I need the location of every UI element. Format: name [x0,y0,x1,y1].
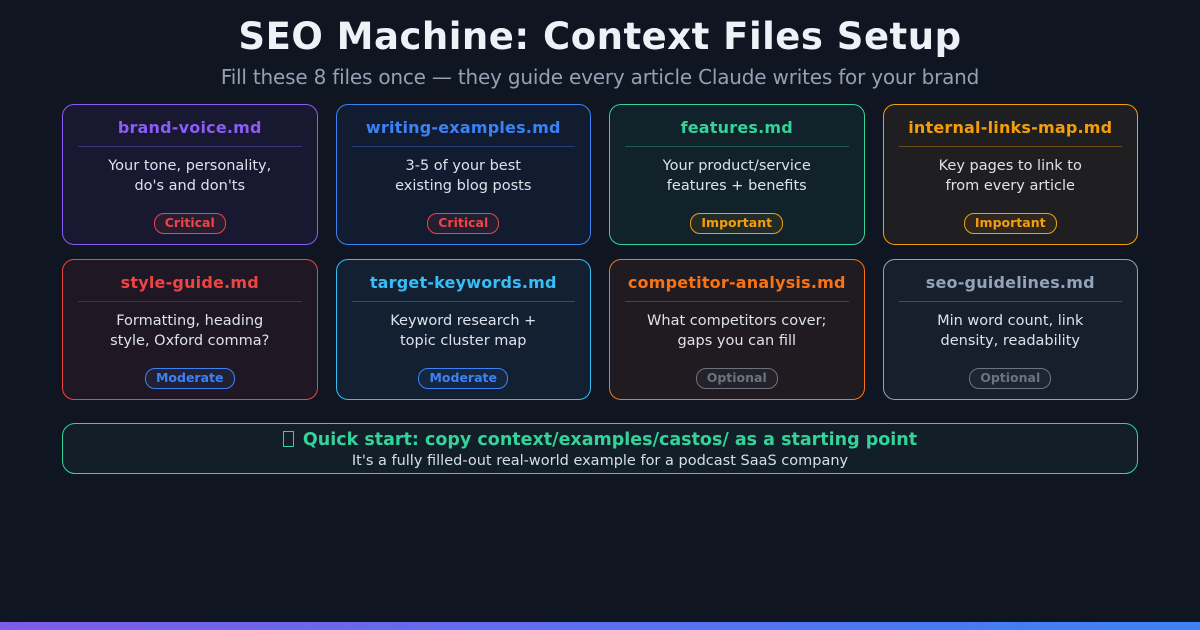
card-filename: writing-examples.md [365,118,561,137]
priority-badge: Critical [153,213,226,234]
card-description-line1: Keyword research + [390,313,537,329]
card-title-divider [625,301,849,302]
card-filename: internal-links-map.md [908,118,1113,137]
card-description: Your product/service features + benefits [663,156,811,196]
card-filename: features.md [680,118,793,137]
card-filename: competitor-analysis.md [627,273,846,292]
card-description-line2: do's and don'ts [134,178,246,194]
card-description: Min word count, link density, readabilit… [937,311,1083,351]
card-title-divider [78,146,302,147]
card-filename: brand-voice.md [117,118,262,137]
card-description-line1: Your product/service [662,158,811,174]
page-title: SEO Machine: Context Files Setup [238,15,962,58]
card-description: Your tone, personality, do's and don'ts [108,156,271,196]
context-file-card: seo-guidelines.md Min word count, link d… [882,259,1138,400]
card-title-divider [351,146,575,147]
priority-badge: Critical [427,213,500,234]
card-description: 3-5 of your best existing blog posts [395,156,531,196]
card-description: Keyword research + topic cluster map [390,311,536,351]
card-title-divider [625,146,849,147]
card-description-line1: Min word count, link [937,313,1084,329]
card-description-line2: gaps you can fill [677,333,797,349]
card-description: Key pages to link to from every article [939,156,1082,196]
card-description-line1: 3-5 of your best [405,158,521,174]
context-file-card: competitor-analysis.md What competitors … [609,259,865,400]
context-file-card: style-guide.md Formatting, heading style… [62,259,318,400]
card-description-line1: Formatting, heading [116,313,264,329]
context-file-card: internal-links-map.md Key pages to link … [882,104,1138,245]
quick-start-title-text: Quick start: copy context/examples/casto… [302,430,918,450]
header: SEO Machine: Context Files Setup Fill th… [0,0,1200,89]
cards-grid: brand-voice.md Your tone, personality, d… [62,104,1138,400]
card-filename: style-guide.md [120,273,259,292]
card-title-divider [78,301,302,302]
card-filename: seo-guidelines.md [925,273,1095,292]
priority-badge: Important [963,213,1057,234]
card-description-line2: density, readability [940,333,1080,349]
card-description: Formatting, heading style, Oxford comma? [110,311,269,351]
card-description-line1: Your tone, personality, [108,158,272,174]
page-subtitle: Fill these 8 files once — they guide eve… [220,65,980,89]
priority-badge: Moderate [418,368,508,389]
card-title-divider [898,146,1122,147]
card-description-line2: style, Oxford comma? [110,333,270,349]
context-file-card: writing-examples.md 3-5 of your best exi… [335,104,591,245]
card-description-line2: features + benefits [666,178,807,194]
priority-badge: Moderate [144,368,235,389]
priority-badge: Optional [969,368,1052,389]
card-title-divider [351,301,575,302]
card-filename: target-keywords.md [369,273,557,292]
quick-start-subtitle: It's a fully filled-out real-world examp… [351,453,849,469]
card-description-line1: What competitors cover; [647,313,827,329]
card-description-line2: topic cluster map [399,333,527,349]
context-file-card: brand-voice.md Your tone, personality, d… [62,104,318,245]
lightbulb-icon [282,431,294,447]
footer-gradient-bar [0,622,1200,630]
quick-start-title: Quick start: copy context/examples/casto… [63,429,1137,452]
card-description-line2: existing blog posts [395,178,532,194]
card-description: What competitors cover; gaps you can fil… [647,311,826,351]
card-title-divider [898,301,1122,302]
card-description-line1: Key pages to link to [938,158,1082,174]
priority-badge: Optional [695,368,778,389]
priority-badge: Important [690,213,784,234]
card-description-line2: from every article [945,178,1075,194]
context-file-card: target-keywords.md Keyword research + to… [335,259,591,400]
quick-start-banner: Quick start: copy context/examples/casto… [62,423,1138,474]
context-file-card: features.md Your product/service feature… [609,104,865,245]
